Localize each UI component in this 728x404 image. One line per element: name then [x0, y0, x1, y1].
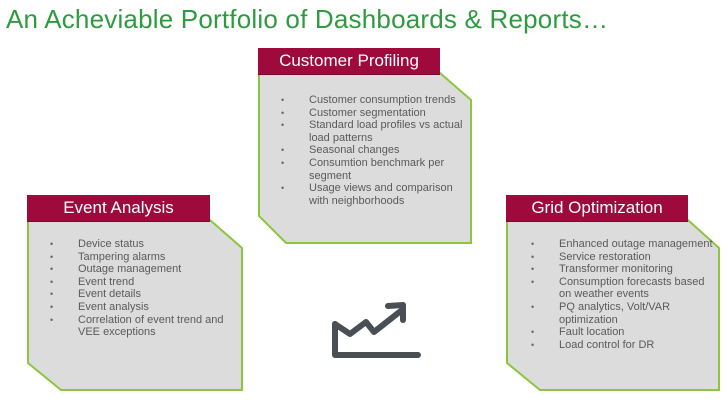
list-item: Event trend	[50, 276, 235, 289]
list-item: Customer consumption trends	[281, 94, 466, 107]
list-item: Consumtion benchmark per segment	[281, 157, 466, 182]
list-item: Standard load profiles vs actual load pa…	[281, 119, 466, 144]
list-item: Outage management	[50, 263, 235, 276]
list-item: Enhanced outage management	[531, 238, 716, 251]
list-item: Customer segmentation	[281, 107, 466, 120]
list-item: Device status	[50, 238, 235, 251]
event-analysis-card: Event Analysis Device status Tampering a…	[27, 195, 245, 392]
event-list: Device status Tampering alarms Outage ma…	[50, 238, 235, 339]
list-item: Seasonal changes	[281, 144, 466, 157]
list-item: Load control for DR	[531, 339, 716, 352]
list-item: Fault location	[531, 326, 716, 339]
list-item: Service restoration	[531, 251, 716, 264]
list-item: PQ analytics, Volt/VAR optimization	[531, 301, 716, 326]
trending-up-chart-icon	[332, 302, 421, 358]
customer-profiling-card: Customer Profiling Customer consumption …	[258, 48, 474, 245]
grid-optimization-card: Grid Optimization Enhanced outage manage…	[506, 195, 722, 392]
customer-list: Customer consumption trends Customer seg…	[281, 94, 466, 207]
list-item: Correlation of event trend and VEE excep…	[50, 314, 235, 339]
list-item: Consumption forecasts based on weather e…	[531, 276, 716, 301]
page-title: An Acheviable Portfolio of Dashboards & …	[6, 4, 609, 34]
list-item: Event analysis	[50, 301, 235, 314]
list-item: Tampering alarms	[50, 251, 235, 264]
list-item: Event details	[50, 288, 235, 301]
card-heading: Grid Optimization	[506, 195, 688, 222]
list-item: Usage views and comparison with neighbor…	[281, 182, 466, 207]
card-heading: Event Analysis	[27, 195, 210, 222]
list-item: Transformer monitoring	[531, 263, 716, 276]
grid-list: Enhanced outage management Service resto…	[531, 238, 716, 351]
card-heading: Customer Profiling	[258, 48, 440, 75]
